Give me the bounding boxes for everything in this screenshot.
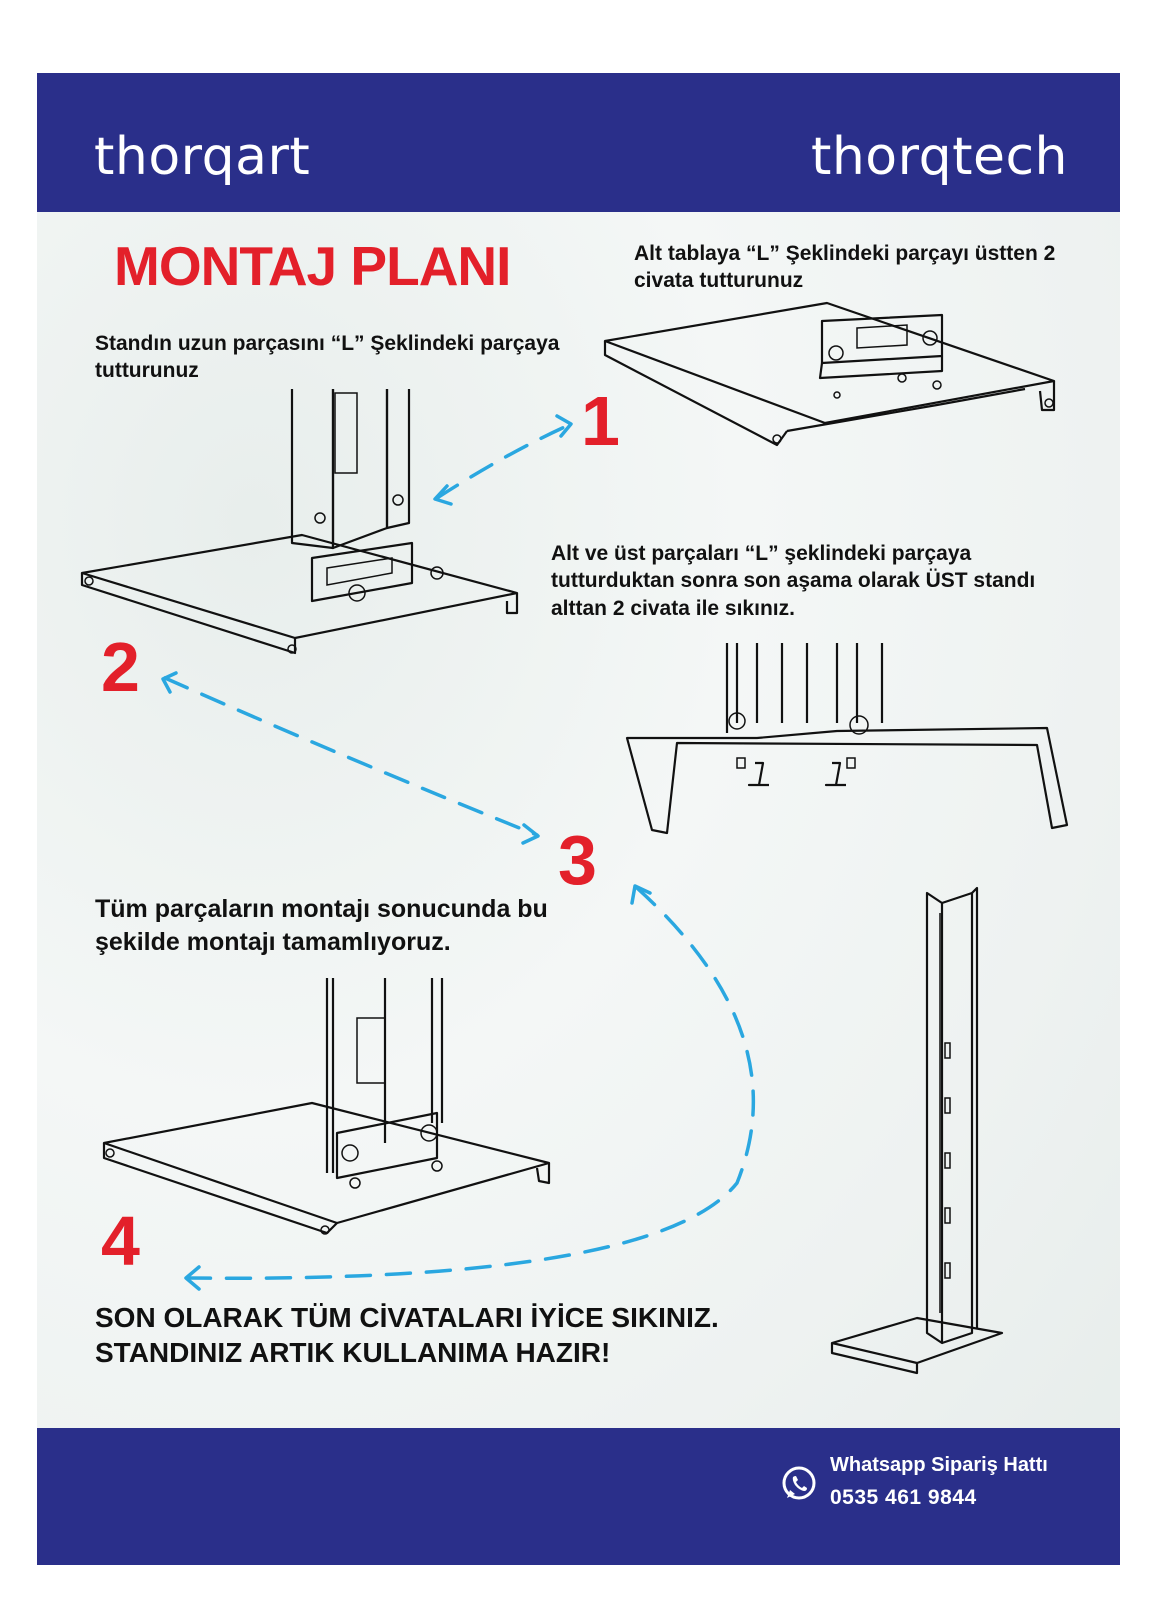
side-column-drawing — [830, 886, 1004, 1375]
step-number-1: 1 — [581, 382, 620, 460]
step-2-text: Standın uzun parçasını “L” Şeklindeki pa… — [95, 332, 560, 383]
assembly-diagram — [80, 301, 1069, 1375]
step-3-text: Alt ve üst parçaları “L” şeklindeki parç… — [551, 542, 1036, 620]
step-1-drawing — [603, 301, 1056, 447]
arrow-1-to-2 — [435, 423, 571, 500]
final-note: SON OLARAK TÜM CİVATALARI İYİCE SIKINIZ.… — [95, 1302, 719, 1368]
header-bar: thorqart thorqtech — [37, 73, 1120, 212]
step-2-drawing — [80, 389, 519, 655]
page-title: MONTAJ PLANI — [114, 235, 511, 297]
step-4-drawing — [102, 978, 551, 1235]
assembly-sheet: thorqart thorqtech MONTAJ PLANI Alt tabl… — [37, 73, 1120, 1565]
whatsapp-label: Whatsapp Sipariş Hattı — [830, 1454, 1048, 1476]
phone-number[interactable]: 0535 461 9844 — [830, 1486, 977, 1509]
footer-bar: Whatsapp Sipariş Hattı 0535 461 9844 — [37, 1428, 1120, 1565]
step-4-text: Tüm parçaların montajı sonucunda bu şeki… — [95, 895, 548, 956]
brand-thorqtech: thorqtech — [810, 127, 1068, 187]
step-number-2: 2 — [101, 628, 140, 706]
arrow-3-to-4 — [185, 886, 756, 1280]
brand-thorqart: thorqart — [94, 127, 311, 187]
step-3-drawing — [625, 643, 1069, 835]
step-number-4: 4 — [101, 1202, 140, 1280]
step-1-text: Alt tablaya “L” Şeklindeki parçayı üstte… — [634, 242, 1056, 293]
step-number-3: 3 — [558, 821, 597, 899]
arrow-2-to-3 — [163, 676, 539, 837]
whatsapp-icon — [782, 1466, 816, 1500]
